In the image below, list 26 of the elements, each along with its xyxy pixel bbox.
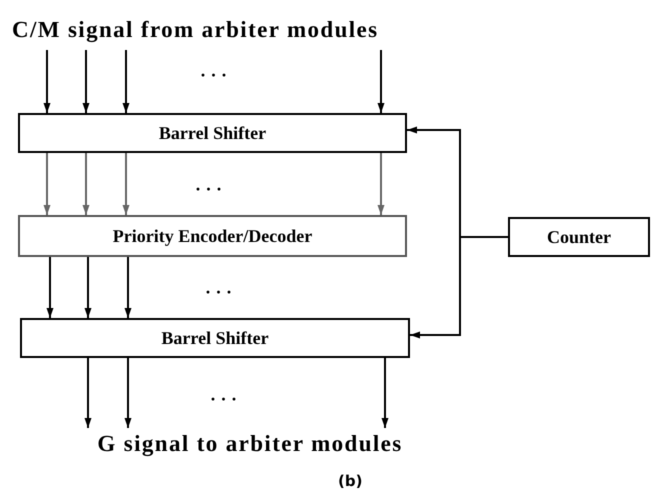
ellipsis-dots: · · · (210, 390, 238, 408)
encoder-decoder-box: Priority Encoder/Decoder (18, 215, 407, 257)
caption: (b) (338, 471, 362, 492)
arrow (122, 50, 130, 113)
arrow (82, 153, 90, 215)
counter-box: Counter (508, 217, 650, 257)
barrel-shifter-box: Barrel Shifter (20, 318, 410, 358)
arrow (122, 153, 130, 215)
arrow (82, 50, 90, 113)
arrow (44, 50, 50, 113)
arrow (46, 257, 54, 318)
input-signal-label: C/M signal from arbiter modules (4, 10, 504, 50)
arrow (378, 50, 384, 113)
ellipsis-dots: · · · (205, 283, 232, 301)
barrel-shifter-box: Barrel Shifter (18, 113, 407, 153)
output-signal-label: G signal to arbiter modules (40, 428, 460, 460)
ellipsis-dots: · · · (195, 180, 222, 198)
arrow (44, 153, 50, 215)
arrow (124, 358, 132, 428)
ellipsis-dots: · · · (200, 66, 228, 84)
arrow (378, 153, 384, 215)
arrow (84, 257, 92, 318)
arrow (382, 358, 388, 428)
arrow (410, 236, 508, 338)
arrow (84, 358, 92, 428)
arrow (124, 257, 132, 318)
